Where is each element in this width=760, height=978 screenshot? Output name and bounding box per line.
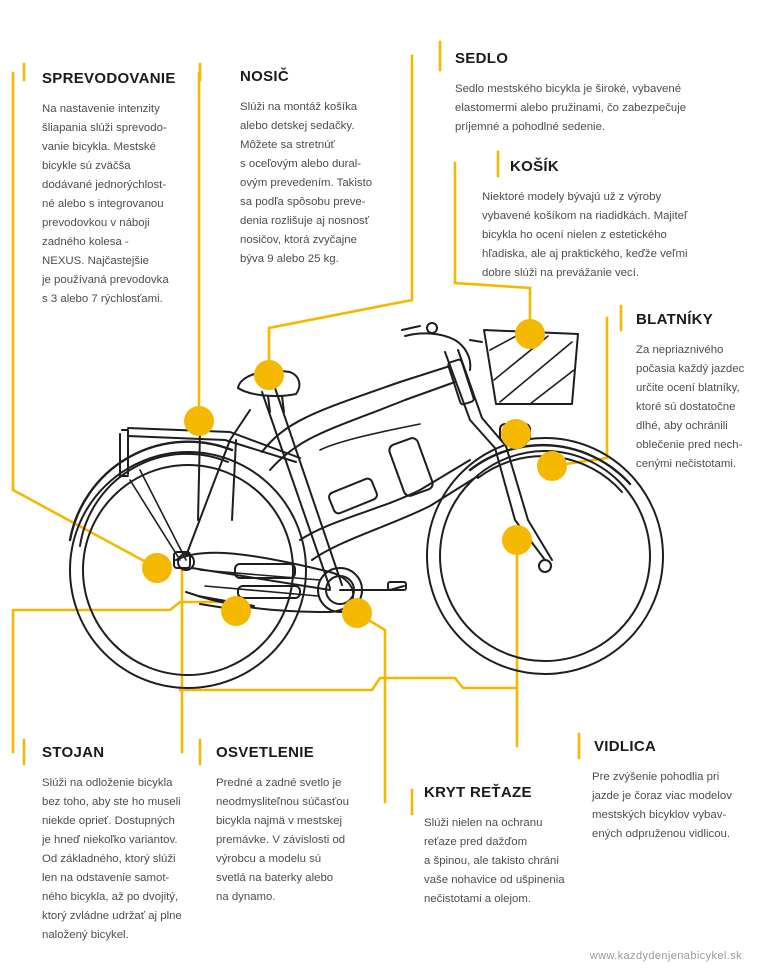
marker-saddle: [254, 360, 284, 390]
section-nosic: NOSIČ Slúži na montáž košíka alebo detsk…: [240, 68, 400, 269]
marker-dots: [142, 319, 567, 628]
section-title: BLATNÍKY: [636, 311, 714, 328]
section-title: SPREVODOVANIE: [42, 70, 176, 87]
section-title: STOJAN: [42, 744, 105, 761]
section-title: OSVETLENIE: [216, 744, 315, 761]
marker-basket: [515, 319, 545, 349]
section-stojan: STOJAN Slúži na odloženie bicykla bez to…: [42, 744, 212, 945]
section-kosik: KOŠÍK Niektoré modely bývajú už z výroby…: [482, 158, 750, 283]
section-vidlica: VIDLICA Pre zvýšenie pohodlia pri jazde …: [592, 738, 754, 844]
section-title: SEDLO: [455, 50, 509, 67]
section-text: Slúži nielen na ochranu reťaze pred dažď…: [424, 817, 565, 905]
section-title: KRYT REŤAZE: [424, 784, 532, 801]
marker-kickstand: [221, 596, 251, 626]
marker-mudguard: [537, 451, 567, 481]
section-sedlo: SEDLO Sedlo mestského bicykla je široké,…: [455, 50, 745, 137]
section-text: Pre zvýšenie pohodlia pri jazde je čoraz…: [592, 771, 732, 840]
section-text: Slúži na odloženie bicykla bez toho, aby…: [42, 777, 182, 941]
section-sprevodovanie: SPREVODOVANIE Na nastavenie intenzity šl…: [42, 70, 192, 309]
section-text: Za nepriaznivého počasia každý jazdec ur…: [636, 344, 745, 470]
marker-rack: [184, 406, 214, 436]
section-kryt-retaze: KRYT REŤAZE Slúži nielen na ochranu reťa…: [424, 784, 594, 909]
marker-light: [501, 419, 531, 449]
section-text: Slúži na montáž košíka alebo detskej sed…: [240, 101, 373, 265]
section-text: Na nastavenie intenzity šliapania slúži …: [42, 103, 169, 305]
section-blatniky: BLATNÍKY Za nepriaznivého počasia každý …: [636, 311, 758, 474]
bicycle: [68, 322, 664, 689]
section-text: Predné a zadné svetlo je neodmysliteľnou…: [216, 777, 349, 903]
footer-url: www.kazdydenjenabicykel.sk: [589, 950, 742, 962]
section-text: Sedlo mestského bicykla je široké, vybav…: [455, 83, 687, 133]
marker-gear: [142, 553, 172, 583]
marker-chainguard: [342, 598, 372, 628]
section-text: Niektoré modely bývajú už z výroby vybav…: [482, 191, 688, 279]
leader-lines: [11, 40, 623, 816]
section-osvetlenie: OSVETLENIE Predné a zadné svetlo je neod…: [216, 744, 376, 907]
section-title: KOŠÍK: [510, 158, 560, 175]
marker-fork: [502, 525, 532, 555]
section-title: VIDLICA: [594, 738, 657, 755]
section-title: NOSIČ: [240, 68, 290, 85]
